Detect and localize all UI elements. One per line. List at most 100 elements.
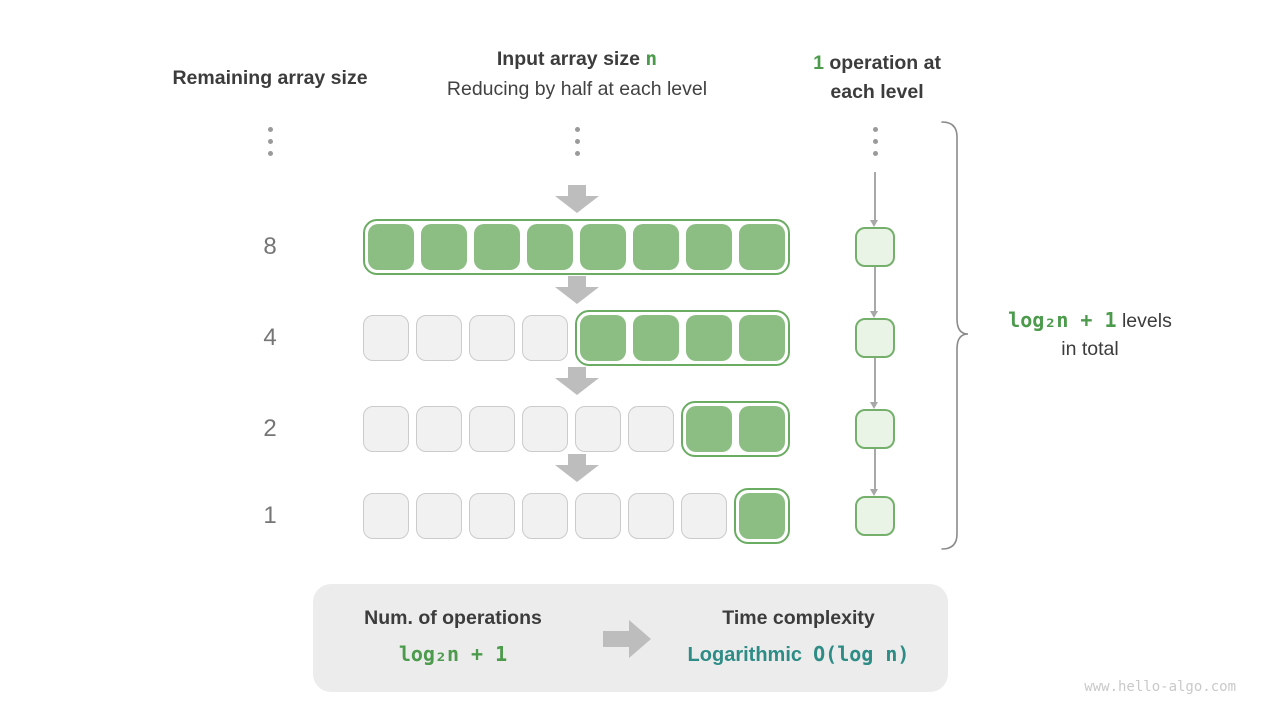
array-cell-empty	[363, 315, 409, 361]
operation-box	[855, 227, 895, 267]
array-cell-empty	[469, 315, 515, 361]
array-cell-empty	[416, 315, 462, 361]
array-cell-empty	[681, 493, 727, 539]
array-cell-active	[739, 493, 785, 539]
array-row	[363, 219, 790, 275]
operations-title: Num. of operations	[364, 607, 542, 629]
down-arrow-icon	[555, 276, 599, 309]
array-row	[363, 401, 790, 457]
dot	[574, 151, 580, 156]
operation-box	[855, 496, 895, 536]
remaining-size-label: 8	[263, 233, 277, 260]
array-cell-active	[686, 224, 732, 270]
header-operation-line1: 1 operation at	[782, 49, 972, 78]
complexity-code: O(log n)	[813, 642, 910, 666]
complexity-value: Logarithmic O(log n)	[661, 640, 936, 669]
array-cell-empty	[416, 406, 462, 452]
summary-panel: Num. of operations log₂n + 1 Time comple…	[313, 584, 948, 692]
remaining-size-label: 4	[263, 324, 277, 351]
flow-line	[874, 358, 876, 402]
array-cell-empty	[628, 406, 674, 452]
array-row	[363, 488, 790, 544]
array-cell-active	[739, 315, 785, 361]
header-remaining-label: Remaining array size	[172, 67, 368, 89]
watermark: www.hello-algo.com	[1084, 679, 1236, 695]
dot	[267, 127, 273, 132]
operation-box	[855, 409, 895, 449]
header-input-n-token: n	[645, 47, 658, 70]
header-input-array-size: Input array size n Reducing by half at e…	[402, 45, 752, 106]
array-cell-active	[686, 406, 732, 452]
header-operation-text1: operation at	[829, 52, 941, 74]
array-cell-empty	[469, 493, 515, 539]
down-arrow-icon	[555, 367, 599, 400]
active-subarray	[363, 219, 790, 275]
right-arrow-icon	[603, 620, 651, 658]
array-cell-empty	[522, 406, 568, 452]
array-cell-empty	[522, 493, 568, 539]
flow-arrowhead-icon	[870, 220, 878, 227]
array-cell-empty	[416, 493, 462, 539]
array-cell-active	[633, 315, 679, 361]
array-cell-active	[739, 406, 785, 452]
dot	[872, 151, 878, 156]
flow-line	[874, 267, 876, 311]
active-subarray	[734, 488, 790, 544]
array-cell-active	[739, 224, 785, 270]
operations-summary: Num. of operations log₂n + 1	[313, 605, 593, 668]
active-subarray	[575, 310, 790, 366]
array-cell-empty	[522, 315, 568, 361]
array-cell-active	[580, 315, 626, 361]
ellipsis-icon	[872, 127, 878, 163]
dot	[267, 139, 273, 144]
flow-arrowhead-icon	[870, 311, 878, 318]
header-operation-per-level: 1 operation at each level	[782, 49, 972, 107]
dot	[574, 127, 580, 132]
flow-line	[874, 449, 876, 489]
flow-arrowhead-icon	[870, 402, 878, 409]
levels-word: levels	[1121, 310, 1172, 332]
operations-value: log₂n + 1	[398, 642, 508, 666]
header-operation-count: 1	[813, 52, 824, 74]
levels-total-line1: log₂n + 1 levels	[983, 306, 1197, 335]
array-cell-empty	[363, 493, 409, 539]
array-cell-empty	[363, 406, 409, 452]
header-remaining-array-size: Remaining array size	[120, 64, 420, 92]
header-operation-text2: each level	[830, 81, 924, 103]
complexity-word: Logarithmic	[687, 644, 802, 666]
complexity-title: Time complexity	[722, 607, 875, 629]
header-input-title: Input array size	[496, 48, 640, 70]
operation-box	[855, 318, 895, 358]
down-arrow-icon	[555, 185, 599, 218]
array-row	[363, 310, 790, 366]
flow-line	[874, 172, 876, 220]
array-cell-active	[368, 224, 414, 270]
array-cell-empty	[469, 406, 515, 452]
array-cell-active	[686, 315, 732, 361]
dot	[267, 151, 273, 156]
flow-arrowhead-icon	[870, 489, 878, 496]
complexity-summary: Time complexity Logarithmic O(log n)	[661, 605, 936, 669]
log-levels-token: log₂n + 1	[1008, 308, 1117, 332]
array-cell-empty	[575, 493, 621, 539]
array-cell-active	[633, 224, 679, 270]
dot	[574, 139, 580, 144]
ellipsis-icon	[267, 127, 273, 163]
ellipsis-icon	[574, 127, 580, 163]
array-cell-empty	[628, 493, 674, 539]
levels-total-line2: in total	[1061, 338, 1119, 360]
array-cell-active	[580, 224, 626, 270]
array-cell-active	[527, 224, 573, 270]
array-cell-empty	[575, 406, 621, 452]
remaining-size-label: 1	[263, 502, 277, 529]
header-input-line1: Input array size n	[402, 45, 752, 73]
remaining-size-label: 2	[263, 415, 277, 442]
array-cell-active	[474, 224, 520, 270]
header-input-subtitle: Reducing by half at each level	[446, 78, 708, 100]
down-arrow-icon	[555, 454, 599, 487]
brace-icon	[941, 121, 969, 550]
active-subarray	[681, 401, 790, 457]
dot	[872, 139, 878, 144]
array-cell-active	[421, 224, 467, 270]
